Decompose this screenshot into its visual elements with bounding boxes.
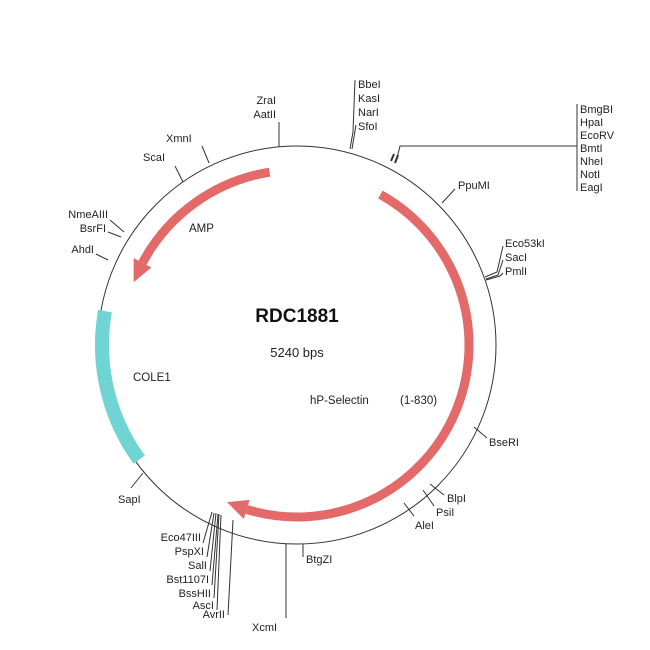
site-tick-line (422, 489, 435, 507)
site-nari[interactable]: NarI (358, 107, 379, 119)
feature-range-hp-selectin: (1-830) (400, 395, 437, 407)
site-nhei[interactable]: NheI (580, 156, 603, 168)
site-tick-line (216, 514, 222, 611)
amp-feature-arrow[interactable] (133, 167, 271, 283)
site-tick-line (349, 79, 356, 150)
site-ecorv[interactable]: EcoRV (580, 130, 615, 142)
plasmid-size: 5240 bps (270, 345, 324, 360)
site-psii[interactable]: PsiI (436, 507, 454, 519)
site-tick-line (390, 153, 395, 162)
site-ppumi[interactable]: PpuMI (458, 180, 490, 192)
site-tick-line (109, 219, 125, 233)
site-bsrfi[interactable]: BsrFI (80, 223, 106, 235)
site-ahdi[interactable]: AhdI (71, 244, 94, 256)
feature-arrow-head (227, 499, 250, 520)
site-hpai[interactable]: HpaI (580, 117, 603, 129)
feature-arrow-head (133, 258, 152, 283)
site-zrai[interactable]: ZraI (256, 95, 276, 107)
site-saci[interactable]: SacI (505, 252, 527, 264)
site-tick-line (130, 472, 144, 489)
site-tick-line (201, 145, 210, 164)
feature-label-amp: AMP (189, 223, 214, 235)
site-tick-line (394, 154, 399, 164)
site-aatii[interactable]: AatII (253, 109, 276, 121)
site-sapi[interactable]: SapI (118, 494, 141, 506)
feature-label-cole1: COLE1 (133, 372, 171, 384)
site-xmni[interactable]: XmnI (166, 133, 192, 145)
site-tick-line (206, 512, 215, 558)
site-tick-line (429, 483, 445, 496)
site-bmgbi[interactable]: BmgBI (580, 104, 613, 116)
site-avrii[interactable]: AvrII (203, 609, 225, 621)
site-pmli[interactable]: PmlI (505, 266, 527, 278)
site-bst1107i[interactable]: Bst1107I (166, 574, 209, 586)
site-btgzi[interactable]: BtgZI (306, 554, 332, 566)
site-eco53ki[interactable]: Eco53kI (505, 238, 545, 250)
site-alei[interactable]: AleI (415, 520, 434, 532)
site-tick-line (403, 502, 415, 517)
feature-arrow-body (245, 190, 474, 522)
site-tick-line (174, 165, 184, 183)
site-tick-line (485, 259, 504, 280)
hp-selectin-feature-arrow[interactable] (227, 190, 474, 522)
site-sfoi[interactable]: SfoI (358, 121, 378, 133)
site-tick-line (441, 188, 456, 204)
cole1-feature-band[interactable] (95, 309, 145, 464)
site-sali[interactable]: SalI (188, 560, 207, 572)
site-tick-line (211, 513, 219, 586)
site-bmti[interactable]: BmtI (580, 143, 603, 155)
site-scai[interactable]: ScaI (143, 152, 165, 164)
site-noti[interactable]: NotI (580, 169, 600, 181)
site-blpi[interactable]: BlpI (447, 493, 466, 505)
site-nmeaiii[interactable]: NmeAIII (68, 209, 108, 221)
site-kasi[interactable]: KasI (358, 93, 380, 105)
site-tick-line (395, 145, 577, 163)
site-xcmi[interactable]: XcmI (252, 622, 277, 634)
site-tick-line (484, 245, 504, 278)
site-pspxi[interactable]: PspXI (175, 546, 204, 558)
site-eagi[interactable]: EagI (580, 182, 603, 194)
site-bseri[interactable]: BseRI (489, 437, 519, 449)
site-tick-line (473, 426, 488, 439)
feature-label-hp-selectin: hP-Selectin (310, 395, 369, 407)
site-tick-line (202, 511, 213, 544)
site-asci[interactable]: AscI (193, 600, 214, 612)
plasmid-name: RDC1881 (255, 306, 339, 327)
site-bbei[interactable]: BbeI (358, 79, 381, 91)
site-tick-line (227, 519, 234, 616)
site-bsshii[interactable]: BssHII (179, 588, 211, 600)
site-tick-line (213, 513, 220, 599)
site-tick-line (485, 272, 504, 281)
site-tick-line (107, 231, 122, 238)
feature-arrow-body (138, 167, 271, 265)
site-eco47iii[interactable]: Eco47III (161, 532, 201, 544)
site-tick-line (95, 253, 109, 261)
site-tick-line (209, 512, 217, 572)
site-tick-line (351, 124, 357, 150)
